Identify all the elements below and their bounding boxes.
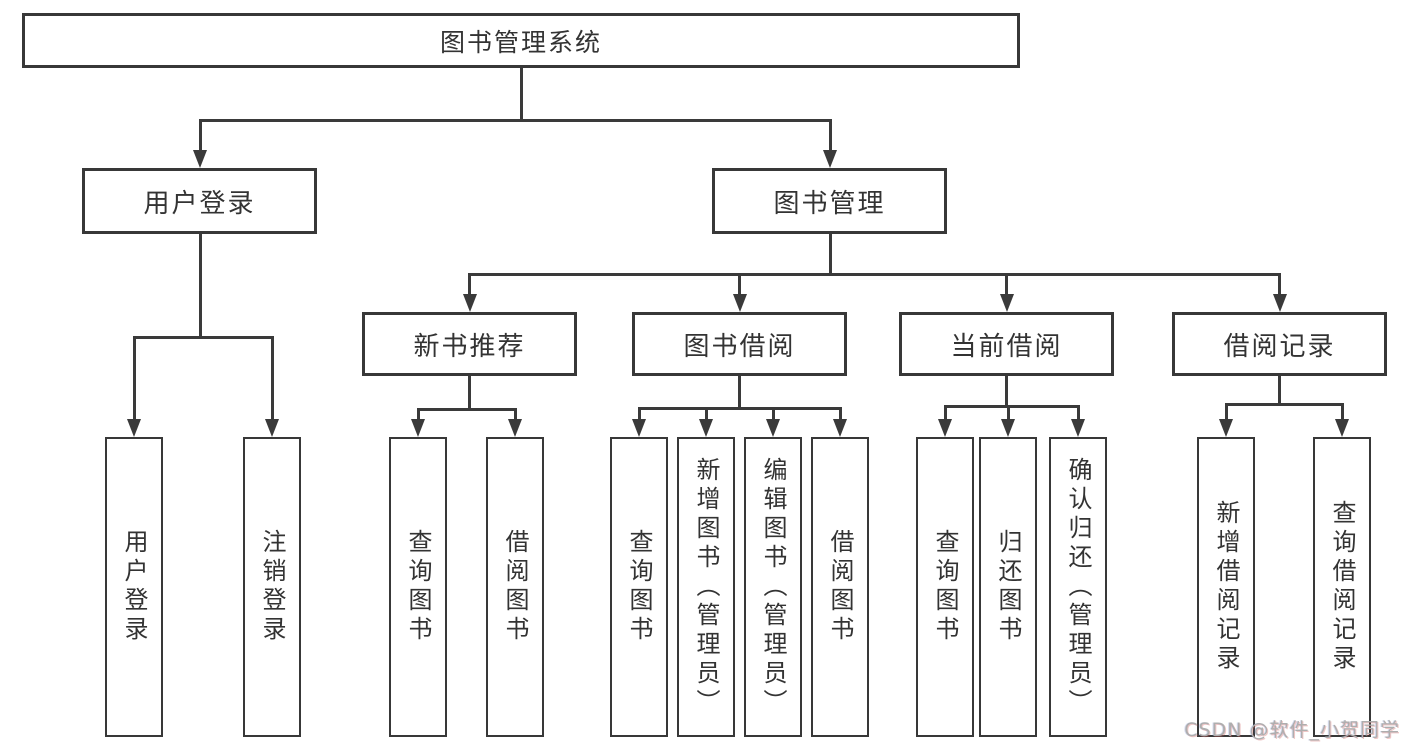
connector-shaft bbox=[1225, 403, 1228, 421]
arrow-down-icon bbox=[1219, 419, 1233, 437]
arrow-down-icon bbox=[265, 419, 279, 437]
leaf-borrow-book-recommend: 借阅图书 bbox=[486, 437, 544, 737]
connector-shaft bbox=[513, 408, 517, 421]
arrow-down-icon bbox=[632, 419, 646, 437]
leaf-label: 新增借阅记录 bbox=[1212, 500, 1240, 674]
connector-bar bbox=[417, 408, 515, 411]
arrow-down-icon bbox=[127, 419, 141, 437]
connector-shaft bbox=[468, 273, 471, 296]
leaf-borrow-book: 借阅图书 bbox=[811, 437, 869, 737]
connector-shaft bbox=[132, 336, 136, 421]
arrow-down-icon bbox=[508, 419, 522, 437]
node-root-label: 图书管理系统 bbox=[439, 27, 602, 57]
node-book-management-label: 图书管理 bbox=[773, 188, 886, 219]
node-book-borrow: 图书借阅 bbox=[632, 312, 847, 376]
leaf-label: 编辑图书（管理员） bbox=[759, 456, 787, 718]
arrow-down-icon bbox=[1273, 294, 1287, 312]
arrow-down-icon bbox=[1000, 294, 1014, 312]
leaf-edit-book-admin: 编辑图书（管理员） bbox=[744, 437, 802, 737]
connector-stem bbox=[1005, 376, 1008, 405]
node-new-book-recommend: 新书推荐 bbox=[362, 312, 577, 376]
connector-bar bbox=[132, 336, 274, 339]
leaf-confirm-return-admin: 确认归还（管理员） bbox=[1049, 437, 1107, 737]
connector-bar bbox=[1225, 403, 1344, 406]
leaf-label: 查询图书 bbox=[404, 529, 432, 645]
arrow-down-icon bbox=[193, 150, 207, 168]
connector-level2-bar bbox=[198, 119, 832, 122]
leaf-user-login: 用户登录 bbox=[105, 437, 163, 737]
arrow-down-icon bbox=[699, 419, 713, 437]
leaf-query-book-recommend: 查询图书 bbox=[389, 437, 447, 737]
leaf-label: 用户登录 bbox=[120, 529, 148, 645]
connector-bar bbox=[638, 407, 842, 410]
leaf-label: 新增图书（管理员） bbox=[692, 456, 720, 718]
leaf-label: 注销登录 bbox=[258, 529, 286, 645]
arrow-down-icon bbox=[1001, 419, 1015, 437]
leaf-return-book: 归还图书 bbox=[979, 437, 1037, 737]
connector-shaft bbox=[704, 407, 708, 421]
node-new-book-recommend-label: 新书推荐 bbox=[413, 331, 526, 362]
connector-shaft bbox=[944, 405, 947, 421]
connector-shaft bbox=[1077, 405, 1080, 421]
connector-shaft bbox=[839, 407, 842, 421]
connector-shaft bbox=[738, 273, 741, 296]
node-user-login: 用户登录 bbox=[82, 168, 317, 234]
connector-stem bbox=[828, 234, 832, 273]
connector-shaft bbox=[1005, 273, 1008, 296]
connector-shaft bbox=[198, 119, 202, 152]
connector-stem bbox=[1278, 376, 1281, 403]
arrow-down-icon bbox=[733, 294, 747, 312]
leaf-logout: 注销登录 bbox=[243, 437, 301, 737]
arrow-down-icon bbox=[463, 294, 477, 312]
leaf-label: 查询图书 bbox=[625, 529, 653, 645]
connector-shaft bbox=[1340, 403, 1344, 421]
connector-shaft bbox=[1278, 273, 1281, 296]
arrow-down-icon bbox=[938, 419, 952, 437]
leaf-query-current-borrow: 查询图书 bbox=[916, 437, 974, 737]
connector-root-stem bbox=[519, 68, 523, 119]
arrow-down-icon bbox=[1335, 419, 1349, 437]
leaf-label: 归还图书 bbox=[994, 529, 1022, 645]
connector-stem bbox=[468, 376, 471, 408]
node-current-borrow: 当前借阅 bbox=[899, 312, 1114, 376]
node-book-borrow-label: 图书借阅 bbox=[683, 331, 796, 362]
leaf-add-borrow-record: 新增借阅记录 bbox=[1197, 437, 1255, 737]
node-borrow-record: 借阅记录 bbox=[1172, 312, 1387, 376]
leaf-label: 确认归还（管理员） bbox=[1064, 456, 1092, 718]
node-borrow-record-label: 借阅记录 bbox=[1223, 331, 1336, 362]
connector-stem bbox=[738, 376, 741, 407]
leaf-label: 查询借阅记录 bbox=[1328, 500, 1356, 674]
node-book-management: 图书管理 bbox=[712, 168, 947, 234]
connector-stem bbox=[198, 234, 202, 337]
arrow-down-icon bbox=[823, 150, 837, 168]
arrow-down-icon bbox=[411, 419, 425, 437]
connector-level3-bar bbox=[468, 273, 1281, 276]
arrow-down-icon bbox=[833, 419, 847, 437]
leaf-label: 借阅图书 bbox=[826, 529, 854, 645]
connector-shaft bbox=[417, 408, 420, 421]
leaf-query-book: 查询图书 bbox=[610, 437, 668, 737]
leaf-label: 借阅图书 bbox=[501, 529, 529, 645]
connector-shaft bbox=[638, 407, 641, 421]
connector-shaft bbox=[828, 119, 832, 152]
leaf-add-book-admin: 新增图书（管理员） bbox=[677, 437, 735, 737]
arrow-down-icon bbox=[766, 419, 780, 437]
leaf-query-borrow-record: 查询借阅记录 bbox=[1313, 437, 1371, 737]
arrow-down-icon bbox=[1071, 419, 1085, 437]
node-root-system: 图书管理系统 bbox=[22, 13, 1020, 68]
node-user-login-label: 用户登录 bbox=[143, 188, 256, 219]
connector-shaft bbox=[1006, 405, 1010, 421]
leaf-label: 查询图书 bbox=[931, 529, 959, 645]
connector-shaft bbox=[771, 407, 775, 421]
connector-shaft bbox=[270, 336, 274, 421]
connector-bar bbox=[944, 405, 1080, 408]
csdn-watermark: CSDN @软件_小贺同学 bbox=[1184, 719, 1400, 741]
node-current-borrow-label: 当前借阅 bbox=[950, 331, 1063, 362]
